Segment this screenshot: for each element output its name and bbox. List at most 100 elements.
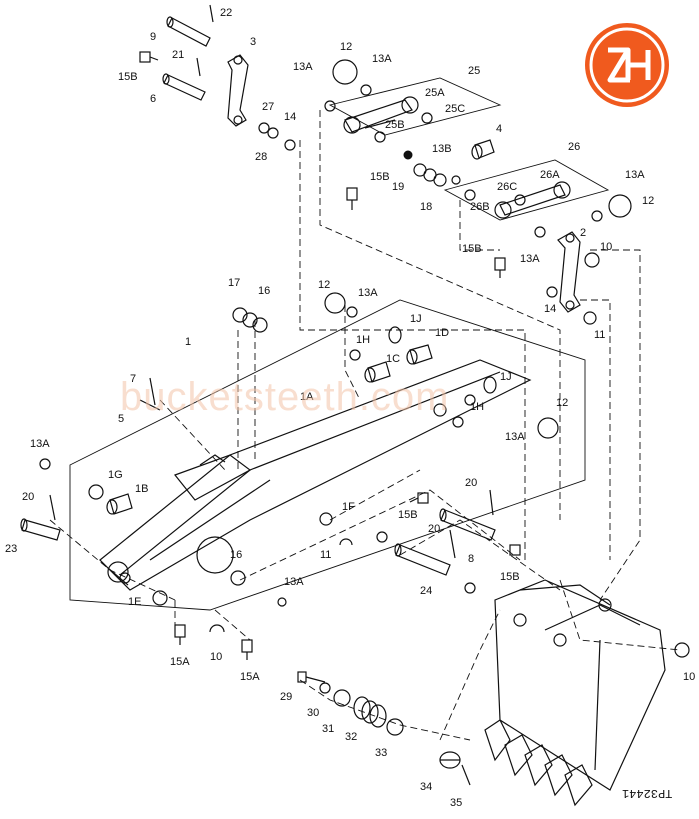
washer-13a-h-left bbox=[39, 458, 51, 470]
bushing-13a-f bbox=[433, 403, 447, 417]
bushing-4 bbox=[471, 139, 495, 160]
callout-27: 27 bbox=[262, 101, 274, 113]
callout-20-c: 20 bbox=[428, 523, 440, 535]
callout-14-a: 14 bbox=[284, 111, 296, 123]
callout-19: 19 bbox=[392, 181, 404, 193]
boom-assembly-outline bbox=[69, 299, 586, 611]
figure-id: TP32441 bbox=[622, 786, 673, 800]
callout-25b: 25B bbox=[385, 119, 405, 131]
callout-24: 24 bbox=[420, 585, 432, 597]
callout-33: 33 bbox=[375, 747, 387, 759]
washers-16-17 bbox=[232, 307, 268, 333]
washer-14-b bbox=[546, 286, 558, 298]
callout-34: 34 bbox=[420, 781, 432, 793]
washer-13a-h bbox=[277, 597, 287, 607]
bushing-1f bbox=[319, 512, 333, 526]
callout-2: 2 bbox=[580, 227, 586, 239]
callout-12-b: 12 bbox=[642, 195, 654, 207]
pin-20-c bbox=[449, 529, 456, 559]
grease-fitting-15b-a bbox=[139, 51, 159, 63]
callout-1j-a: 1J bbox=[410, 313, 422, 325]
washer-15b-left bbox=[376, 531, 388, 543]
callout-29: 29 bbox=[280, 691, 292, 703]
callout-5: 5 bbox=[118, 413, 124, 425]
callout-31: 31 bbox=[322, 723, 334, 735]
bushing-1b bbox=[106, 493, 133, 515]
link-3 bbox=[227, 54, 249, 127]
callout-13a-d: 13A bbox=[520, 253, 540, 265]
bolt-29 bbox=[297, 671, 326, 683]
callout-10-b: 10 bbox=[210, 651, 222, 663]
washer-13a-g bbox=[452, 416, 464, 428]
pin-20-b bbox=[489, 489, 494, 516]
callout-26b: 26B bbox=[470, 201, 490, 213]
callout-15b-a: 15B bbox=[118, 71, 138, 83]
bushing-10-a bbox=[584, 252, 600, 268]
callout-13a-b: 13A bbox=[293, 61, 313, 73]
link-2 bbox=[557, 231, 581, 313]
shim-12-d bbox=[537, 417, 559, 439]
callout-1b: 1B bbox=[135, 483, 148, 495]
callout-26c: 26C bbox=[497, 181, 517, 193]
callout-20-b: 20 bbox=[465, 477, 477, 489]
bushing-1d bbox=[406, 344, 433, 365]
washer-near-24 bbox=[464, 582, 476, 594]
callout-11-a: 11 bbox=[594, 329, 605, 341]
kit-25-parts bbox=[324, 59, 433, 143]
callout-6: 6 bbox=[150, 93, 156, 105]
callout-1f: 1F bbox=[342, 501, 355, 513]
pin-21 bbox=[196, 57, 201, 77]
callout-25: 25 bbox=[468, 65, 480, 77]
callout-26: 26 bbox=[568, 141, 580, 153]
callout-1: 1 bbox=[185, 336, 191, 348]
callout-15b-e: 15B bbox=[500, 571, 520, 583]
callout-1j-b: 1J bbox=[500, 371, 512, 383]
callout-15b-b: 15B bbox=[370, 171, 390, 183]
callout-13a-g: 13A bbox=[30, 438, 50, 450]
callout-17: 17 bbox=[228, 277, 240, 289]
kit-26-outline bbox=[443, 159, 610, 221]
washer-1h-b bbox=[464, 394, 476, 406]
callout-1a: 1A bbox=[300, 391, 314, 403]
bushing-16-b bbox=[230, 570, 246, 586]
callout-1h-b: 1H bbox=[470, 401, 484, 413]
callout-25a: 25A bbox=[425, 87, 445, 99]
bucket-teeth bbox=[484, 719, 593, 807]
cap-34 bbox=[439, 751, 461, 769]
pin-20-a bbox=[49, 494, 56, 521]
callout-12-a: 12 bbox=[340, 41, 352, 53]
bucket bbox=[494, 579, 666, 791]
callout-26a: 26A bbox=[540, 169, 560, 181]
callout-10-c: 10 bbox=[683, 671, 695, 683]
washer-13a-e bbox=[346, 306, 358, 318]
bushing-11-a bbox=[583, 311, 597, 325]
callout-13a-f: 13A bbox=[505, 431, 525, 443]
callout-25c: 25C bbox=[445, 103, 465, 115]
callout-30: 30 bbox=[307, 707, 319, 719]
bushing-1e bbox=[152, 590, 168, 606]
callout-15b-c: 15B bbox=[462, 243, 482, 255]
callout-9: 9 bbox=[150, 31, 156, 43]
callout-13a-a: 13A bbox=[372, 53, 392, 65]
callout-8: 8 bbox=[468, 553, 474, 565]
grease-fitting-15b-c bbox=[494, 257, 506, 278]
callout-1c: 1C bbox=[386, 353, 400, 365]
callout-1e: 1E bbox=[128, 596, 141, 608]
callout-12-d: 12 bbox=[556, 397, 568, 409]
callout-13b: 13B bbox=[432, 143, 452, 155]
shim-12-c bbox=[324, 292, 346, 314]
callout-16-a: 16 bbox=[258, 285, 270, 297]
zh-logo-icon bbox=[584, 22, 670, 108]
callout-15b-d: 15B bbox=[398, 509, 418, 521]
grease-fitting-15b-e bbox=[509, 544, 521, 556]
nut-30 bbox=[319, 682, 331, 694]
shim-12-b bbox=[608, 194, 632, 218]
arm-stick bbox=[99, 359, 532, 591]
callout-1h-a: 1H bbox=[356, 334, 370, 346]
washer-33 bbox=[386, 718, 404, 736]
callout-16-b: 16 bbox=[230, 549, 242, 561]
callout-21: 21 bbox=[172, 49, 184, 61]
callout-15a-a: 15A bbox=[170, 656, 190, 668]
